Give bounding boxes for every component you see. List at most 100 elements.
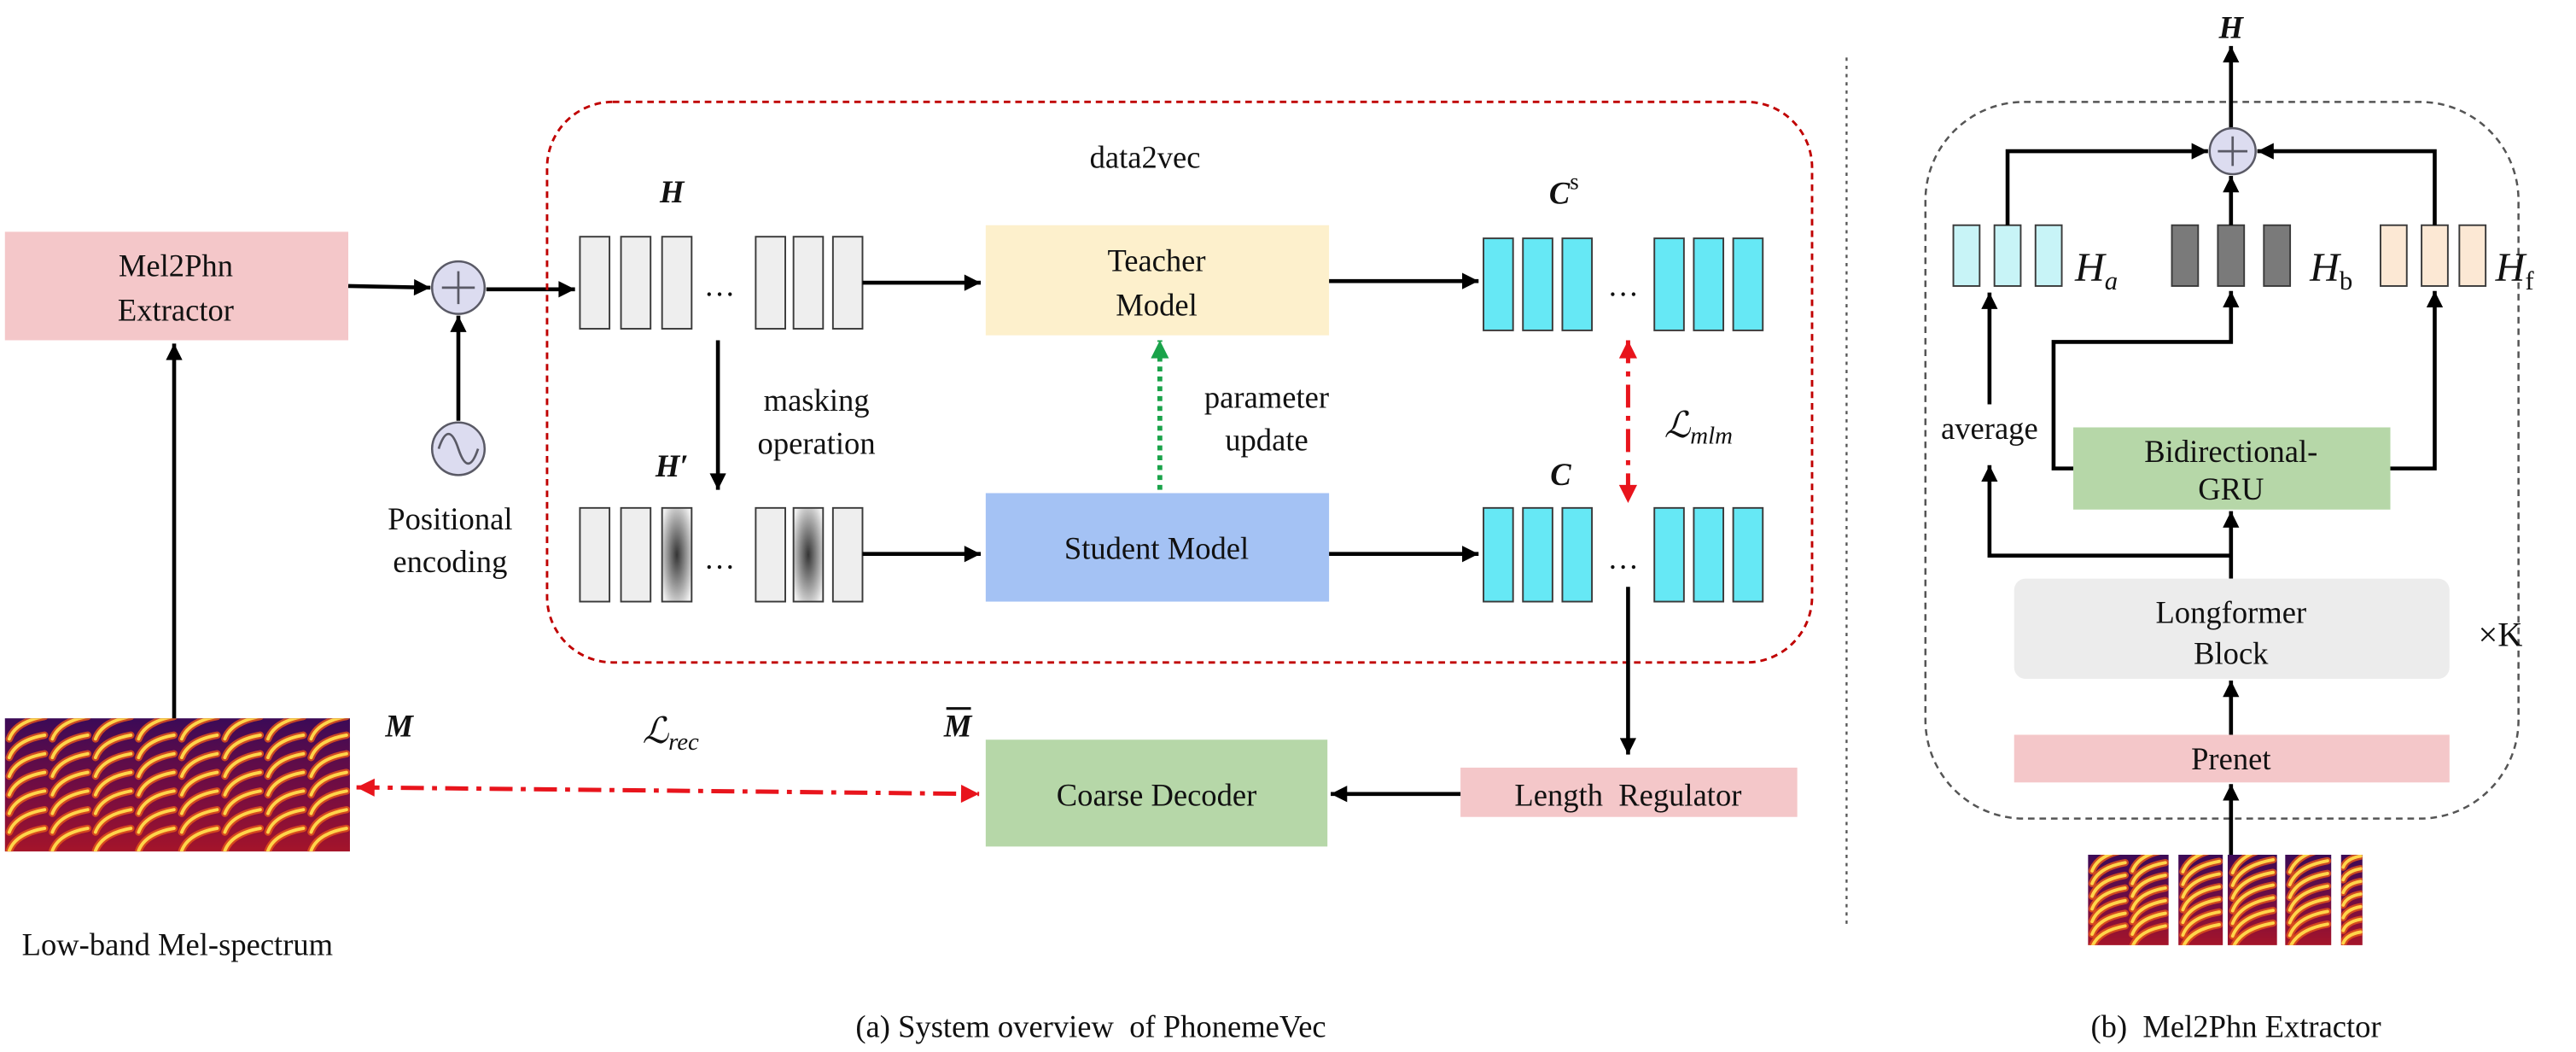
panel-b-caption: (b) Mel2Phn Extractor — [2091, 1009, 2381, 1044]
spectrogram-label: Low-band Mel-spectrum — [22, 926, 333, 961]
spectrogram-harmonic — [2341, 917, 2363, 932]
average-label: average — [1941, 411, 2038, 446]
spectrogram-harmonic — [2130, 861, 2167, 885]
spectrogram-harmonic — [93, 808, 133, 834]
spectrogram-harmonic — [309, 718, 347, 741]
embedding-bar — [579, 236, 611, 330]
spectrogram-harmonic — [50, 789, 90, 815]
embedding-bar — [1952, 224, 1981, 287]
embedding-bar — [1653, 237, 1685, 331]
embedding-bar — [1561, 237, 1594, 331]
masking-operation-line-2: operation — [758, 425, 876, 460]
spectrogram-harmonic — [2130, 911, 2167, 936]
spectrogram-harmonic — [223, 733, 262, 760]
embedding-bar — [2034, 224, 2063, 287]
spectrogram-harmonic — [266, 751, 306, 778]
spectrogram-harmonic — [50, 770, 90, 797]
spectrogram-harmonic — [50, 751, 90, 778]
h-label: H — [659, 174, 685, 209]
spectrogram-harmonic — [309, 751, 348, 778]
spectrogram-harmonics — [2179, 855, 2223, 945]
student-model-box-bg — [985, 493, 1330, 602]
masked-embedding-bar — [661, 506, 693, 603]
spectrogram-harmonic — [180, 827, 219, 852]
spectrogram-harmonic — [2181, 910, 2221, 937]
ellipsis: … — [1607, 267, 1639, 302]
embedding-bar — [1693, 506, 1725, 603]
spectrogram-harmonic — [2090, 898, 2127, 924]
spectrogram-harmonic — [2090, 861, 2127, 885]
embedding-bar — [1483, 506, 1514, 603]
cs-embedding-sequence — [1483, 237, 1764, 331]
arrow-longformer-to-average — [1981, 465, 2231, 558]
plus-circle-icon — [430, 260, 487, 315]
spectrogram-harmonic — [2288, 897, 2329, 925]
spectrogram-harmonic — [137, 808, 176, 834]
h-prime-mark: ′ — [679, 448, 688, 483]
spectrogram-harmonic — [50, 718, 87, 741]
spectrogram-harmonic — [2181, 872, 2221, 899]
arrow-gru-to-hb — [2051, 290, 2240, 470]
symbol-m-bar: M — [943, 708, 973, 743]
hf-label: Hf — [2495, 245, 2535, 295]
spectrogram-harmonic — [180, 733, 219, 760]
spectrogram-harmonic — [2230, 883, 2276, 913]
spectrogram-harmonic — [2341, 892, 2363, 907]
spectrogram-harmonic — [7, 733, 47, 760]
coarse-decoder-label: Coarse Decoder — [1057, 777, 1256, 812]
h-embedding-sequence — [579, 236, 864, 330]
cs-label-main: C — [1549, 176, 1571, 211]
spectrogram-harmonic — [266, 789, 306, 815]
spectrogram-harmonic — [2288, 872, 2329, 899]
embedding-bar — [1653, 506, 1685, 603]
spectrogram-harmonic — [7, 789, 47, 815]
gru-line-1: Bidirectional- — [2144, 434, 2317, 469]
spectrogram-harmonic — [137, 827, 176, 852]
hb-label: Hb — [2309, 245, 2352, 295]
parameter-update-line-2: update — [1225, 422, 1308, 457]
hf-label-main: H — [2495, 245, 2527, 290]
hb-label-subscript: b — [2340, 266, 2352, 295]
spectrogram-harmonic — [309, 789, 348, 815]
spectrogram-harmonic — [223, 808, 262, 834]
embedding-bar — [2421, 224, 2449, 287]
positional-encoding-line-1: Positional — [388, 501, 512, 536]
spectrogram-harmonic — [2230, 855, 2253, 875]
spectrogram-harmonic — [2341, 904, 2363, 920]
embedding-bar — [620, 506, 652, 603]
spectrogram-segment — [2285, 855, 2332, 945]
spectrogram-harmonic — [309, 827, 348, 852]
spectrogram-harmonics — [2229, 855, 2277, 945]
longformer-line-1: Longformer — [2155, 595, 2306, 630]
output-h-label: H — [2218, 9, 2245, 44]
spectrogram-harmonic — [2341, 867, 2363, 882]
spectrogram-harmonic — [180, 751, 219, 778]
loss-rec-symbol: ℒ — [643, 711, 670, 751]
spectrogram-harmonics — [2088, 855, 2169, 945]
spectrogram-harmonic — [93, 718, 131, 741]
spectrogram-harmonic — [2181, 897, 2221, 925]
spectrogram-harmonic — [2181, 859, 2221, 886]
spectrogram-harmonic — [2090, 911, 2127, 936]
spectrogram-harmonic — [137, 751, 176, 778]
mel2phn-extractor-box-bg — [4, 231, 349, 341]
spectrogram-harmonic — [266, 733, 306, 760]
cs-label-superscript: s — [1570, 168, 1578, 194]
h-prime-label: H′ — [655, 448, 689, 483]
ha-label-subscript: a — [2105, 266, 2118, 295]
input-mel-spectrogram-segments — [2088, 855, 2363, 945]
embedding-bar — [1522, 237, 1553, 331]
length-regulator-box: Length Regulator — [1460, 767, 1798, 817]
spectrogram-harmonic — [50, 808, 90, 834]
loss-mlm-subscript: mlm — [1690, 423, 1733, 450]
spectrogram-harmonic — [2130, 855, 2154, 873]
spectrogram-harmonic — [2232, 921, 2276, 945]
spectrogram-harmonic — [309, 808, 348, 834]
spectrogram-harmonic — [2130, 874, 2167, 898]
spectrogram-harmonic — [137, 733, 176, 760]
